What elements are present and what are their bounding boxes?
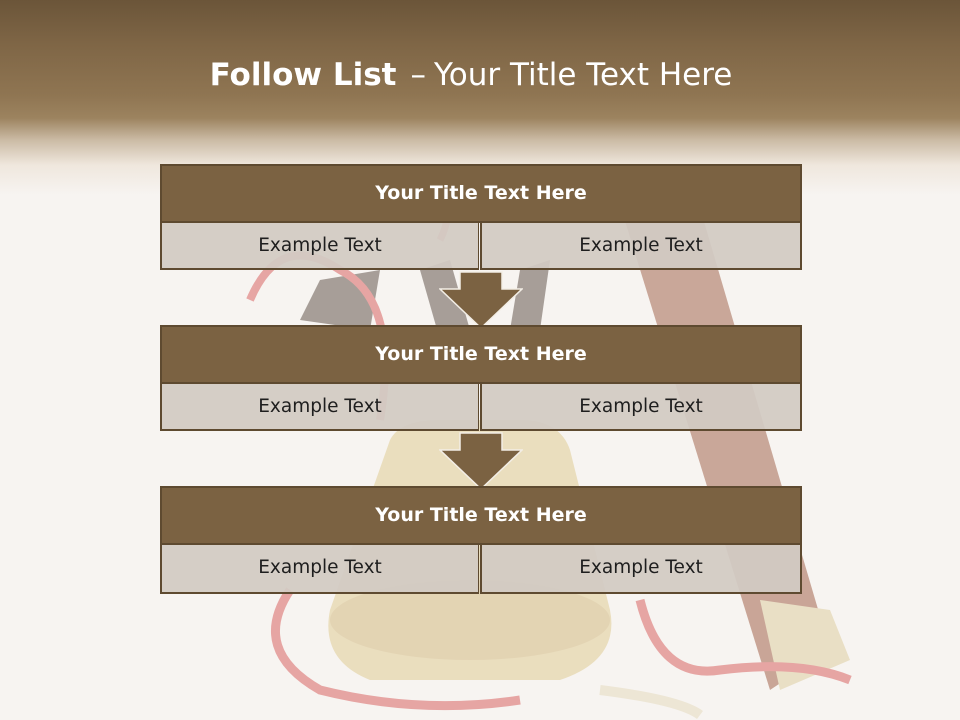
down-arrow-icon <box>439 271 523 329</box>
title-banner <box>0 0 960 195</box>
title-separator: – <box>410 57 426 93</box>
block-left-cell[interactable]: Example Text <box>160 543 479 594</box>
list-block-2: Your Title Text Here Example Text Exampl… <box>160 325 802 431</box>
block-right-cell[interactable]: Example Text <box>480 543 802 594</box>
down-arrow-icon <box>439 432 523 490</box>
slide-title: Follow List–Your Title Text Here <box>0 52 942 98</box>
list-block-3: Your Title Text Here Example Text Exampl… <box>160 486 802 594</box>
list-block-1: Your Title Text Here Example Text Exampl… <box>160 164 802 270</box>
block-right-cell[interactable]: Example Text <box>480 382 802 431</box>
block-left-cell[interactable]: Example Text <box>160 382 479 431</box>
title-subtitle-text: Your Title Text Here <box>433 57 733 93</box>
title-bold-text: Follow List <box>209 57 397 93</box>
block-left-cell[interactable]: Example Text <box>160 221 479 270</box>
block-title[interactable]: Your Title Text Here <box>160 486 802 545</box>
block-right-cell[interactable]: Example Text <box>480 221 802 270</box>
block-title[interactable]: Your Title Text Here <box>160 325 802 384</box>
block-title[interactable]: Your Title Text Here <box>160 164 802 223</box>
